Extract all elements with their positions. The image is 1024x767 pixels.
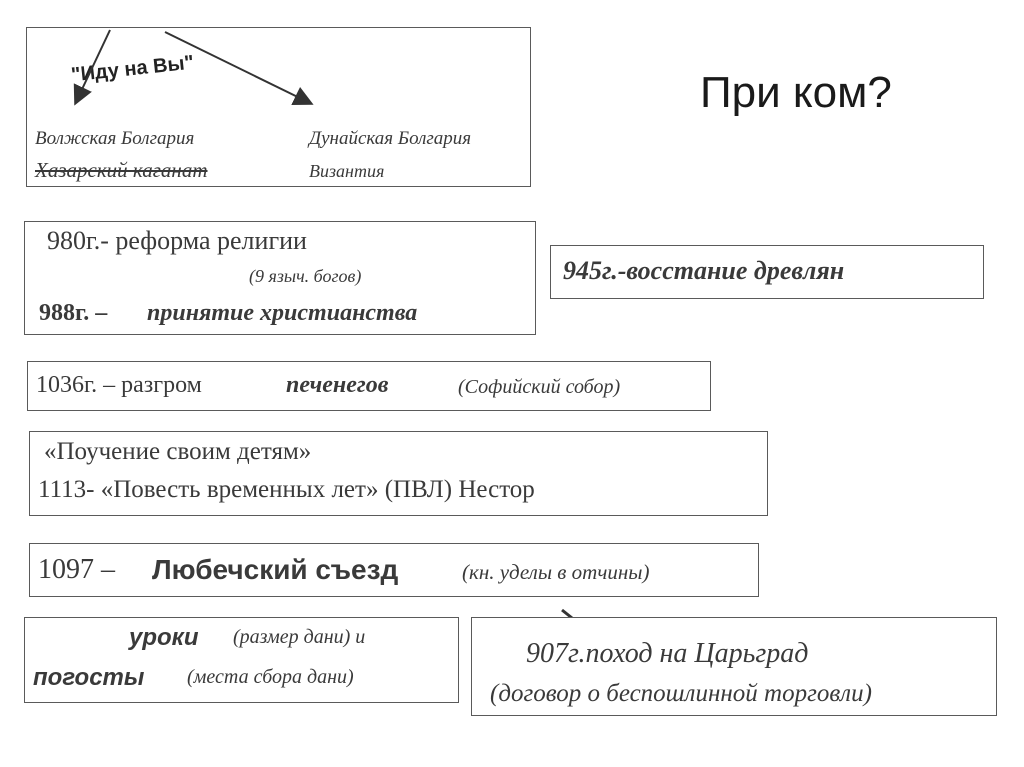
volga-bulgaria-label: Волжская Болгария: [35, 128, 195, 149]
slide-title: При ком?: [700, 68, 892, 117]
baptism-date: 988г. –: [39, 300, 108, 326]
pvl-line: 1113- «Повесть временных лет» (ПВЛ) Нест…: [38, 476, 535, 503]
gods-note: (9 языч. богов): [249, 266, 362, 286]
danube-bulgaria-label: Дунайская Болгария: [309, 128, 472, 149]
card-tsargrad: 907г.поход на Царьград (договор о беспош…: [471, 617, 997, 716]
pogosts-bold: погосты: [33, 664, 145, 691]
card-chronicles: «Поучение своим детям» 1113- «Повесть вр…: [29, 431, 768, 516]
instruction-title: «Поучение своим детям»: [44, 438, 312, 465]
lessons-note: (размер дани) и: [233, 626, 366, 648]
reform-line: 980г.- реформа религии: [47, 226, 307, 255]
drevlians-text: 945г.-восстание древлян: [563, 256, 845, 285]
card-lyubech: 1097 – Любечский съезд (кн. уделы в отчи…: [29, 543, 759, 597]
lyubech-date: 1097 –: [38, 554, 115, 585]
card-religion: 980г.- реформа религии (9 языч. богов) 9…: [24, 221, 536, 335]
card-pechenegs: 1036г. – разгром печенегов (Софийский со…: [27, 361, 711, 411]
baptism-text: принятие христианства: [147, 300, 418, 326]
appanages-note: (кн. уделы в отчины): [462, 560, 650, 584]
byzantium-label: Византия: [309, 161, 385, 181]
khazar-khaganate-label: Хазарский каганат: [35, 158, 208, 182]
lyubech-bold: Любечский съезд: [152, 554, 399, 585]
card-drevlians: 945г.-восстание древлян: [550, 245, 984, 299]
pogosts-note: (места сбора дани): [187, 666, 354, 688]
trade-treaty-line: (договор о беспошлинной торговли): [490, 680, 872, 707]
lessons-bold: уроки: [129, 624, 199, 651]
card-tribute: уроки (размер дани) и погосты (места сбо…: [24, 617, 459, 703]
tsargrad-line: 907г.поход на Царьград: [526, 638, 809, 669]
card-campaigns: "Иду на Вы" Волжская Болгария Хазарский …: [26, 27, 531, 187]
pechenegs-bold: печенегов: [286, 372, 389, 398]
pechenegs-date: 1036г. – разгром: [36, 372, 202, 398]
sophia-cathedral-note: (Софийский собор): [458, 376, 621, 398]
